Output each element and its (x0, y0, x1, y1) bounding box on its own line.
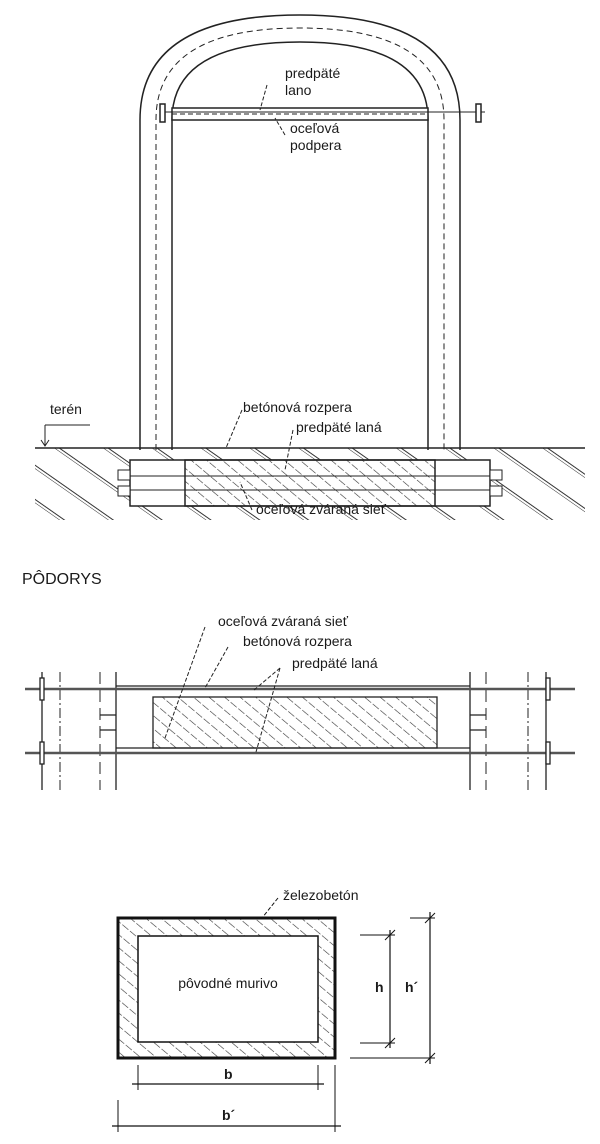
label-tendon-top-2: lano (285, 82, 312, 98)
plan-labels: oceľová zváraná sieť betónová rozpera pr… (218, 613, 378, 671)
elevation-view (35, 14, 585, 520)
label-core: pôvodné murivo (178, 975, 278, 991)
concrete-strut (184, 459, 436, 507)
plan-view (25, 626, 575, 790)
dim-b-prime: b´ (222, 1107, 236, 1123)
label-tendon-top: predpäté (285, 65, 340, 81)
plan-label-mesh: oceľová zváraná sieť (218, 613, 349, 629)
plan-label-tendons: predpäté laná (292, 655, 378, 671)
label-strut: betónová rozpera (243, 399, 352, 415)
label-support: oceľová (290, 120, 339, 136)
label-support-2: podpera (290, 137, 342, 153)
elevation-labels: predpäté lano oceľová podpera terén betó… (50, 65, 387, 517)
plan-title: PÔDORYS (22, 569, 102, 588)
section-view (112, 897, 436, 1132)
label-tendons: predpäté laná (296, 419, 382, 435)
dim-h: h (375, 979, 384, 995)
dim-h-prime: h´ (405, 979, 419, 995)
section-labels: železobetón pôvodné murivo h h´ b b´ (178, 887, 418, 1123)
plan-label-strut: betónová rozpera (243, 633, 352, 649)
plan-concrete-strut (152, 696, 438, 749)
frame-outer (139, 14, 461, 450)
label-jacket: železobetón (283, 887, 359, 903)
label-terrain: terén (50, 401, 82, 417)
dim-b: b (224, 1066, 233, 1082)
frame-inner (171, 41, 429, 450)
label-mesh: oceľová zváraná sieť (256, 501, 387, 517)
original-masonry (137, 935, 319, 1043)
